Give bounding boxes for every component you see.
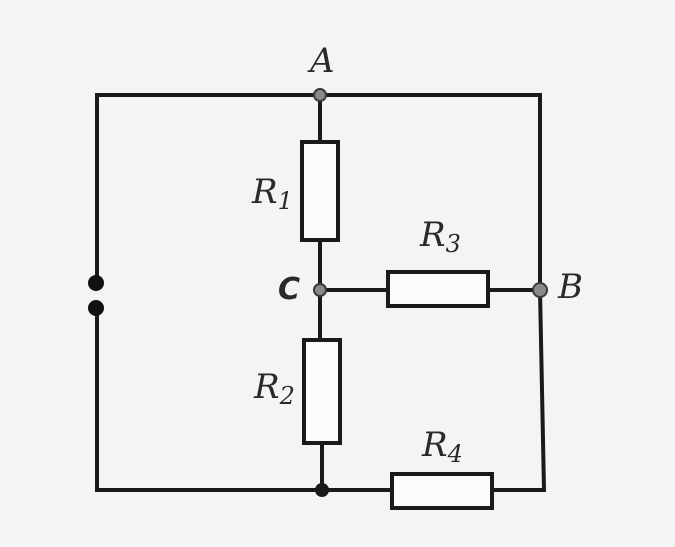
label-node-a-text: A xyxy=(310,41,335,81)
resistor-r3 xyxy=(386,270,490,308)
label-node-b-text: B xyxy=(558,267,583,307)
label-node-c: C xyxy=(278,275,300,305)
label-r2: R2 xyxy=(254,370,295,408)
label-r3-index: 3 xyxy=(445,230,461,258)
wire-top-right xyxy=(318,93,542,292)
node-bottom xyxy=(315,483,329,497)
terminal-top xyxy=(88,275,104,291)
node-a xyxy=(313,88,327,102)
wire-left-top xyxy=(95,93,322,282)
label-node-b: B xyxy=(558,270,583,304)
node-b xyxy=(532,282,548,298)
label-r2-letter: R xyxy=(254,367,280,407)
label-r3: R3 xyxy=(420,218,461,256)
resistor-r1 xyxy=(300,140,340,242)
label-r3-letter: R xyxy=(420,215,446,255)
label-r1: R1 xyxy=(252,175,293,213)
wire-b-r4 xyxy=(490,287,547,492)
label-r4-letter: R xyxy=(422,425,448,465)
resistor-r2 xyxy=(302,338,342,445)
label-node-a: A xyxy=(310,44,335,78)
terminal-bottom xyxy=(88,300,104,316)
node-c xyxy=(313,283,327,297)
label-r1-index: 1 xyxy=(277,187,293,215)
label-r4-index: 4 xyxy=(447,440,463,468)
label-r4: R4 xyxy=(422,428,463,466)
label-r2-index: 2 xyxy=(279,382,295,410)
wire-left-bottom xyxy=(95,306,324,492)
label-r1-letter: R xyxy=(252,172,278,212)
label-node-c-text: C xyxy=(278,272,301,307)
resistor-r4 xyxy=(390,472,494,510)
